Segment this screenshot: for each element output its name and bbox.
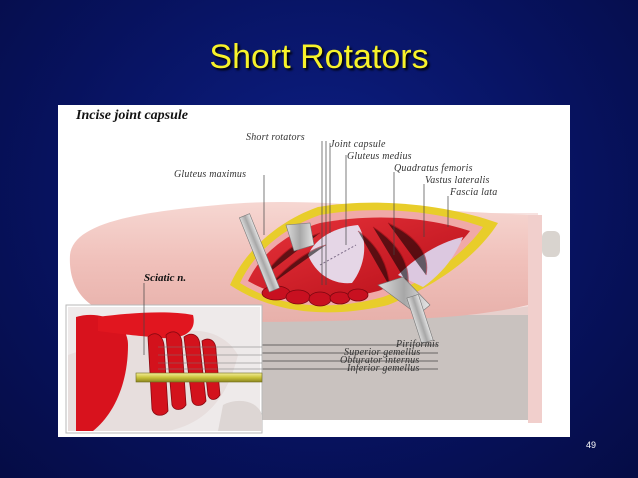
label-short-rotators: Short rotators	[246, 132, 305, 143]
inset-panel	[65, 304, 263, 434]
lateral-capsule	[398, 237, 463, 287]
surgical-illustration: Incise joint capsule Short rotators Join…	[58, 105, 570, 437]
retractor-right	[377, 276, 434, 345]
anatomy-drawing	[65, 141, 560, 434]
label-quadratus-femoris: Quadratus femoris	[394, 163, 473, 174]
label-vastus-lateralis: Vastus lateralis	[425, 175, 490, 186]
retractor-left	[238, 213, 315, 293]
label-joint-capsule: Joint capsule	[330, 139, 386, 150]
label-superior-gemellus: Superior gemellus	[344, 347, 421, 358]
slide-title: Short Rotators	[209, 38, 429, 76]
label-gluteus-medius: Gluteus medius	[347, 151, 412, 162]
label-sciatic-nerve: Sciatic n.	[144, 272, 187, 284]
capsule-incision	[319, 244, 357, 266]
bone-end	[542, 231, 560, 257]
label-piriformis: Piriformis	[396, 339, 440, 350]
leg-edge	[528, 215, 542, 423]
label-obturator-internus: Obturator internus	[340, 355, 420, 366]
leader-lines	[258, 141, 449, 370]
label-gluteus-maximus: Gluteus maximus	[174, 169, 247, 180]
label-inferior-gemellus: Inferior gemellus	[347, 363, 420, 374]
page-number: 49	[586, 440, 597, 450]
label-fascia-lata: Fascia lata	[450, 187, 498, 198]
figure-heading: Incise joint capsule	[76, 108, 189, 123]
